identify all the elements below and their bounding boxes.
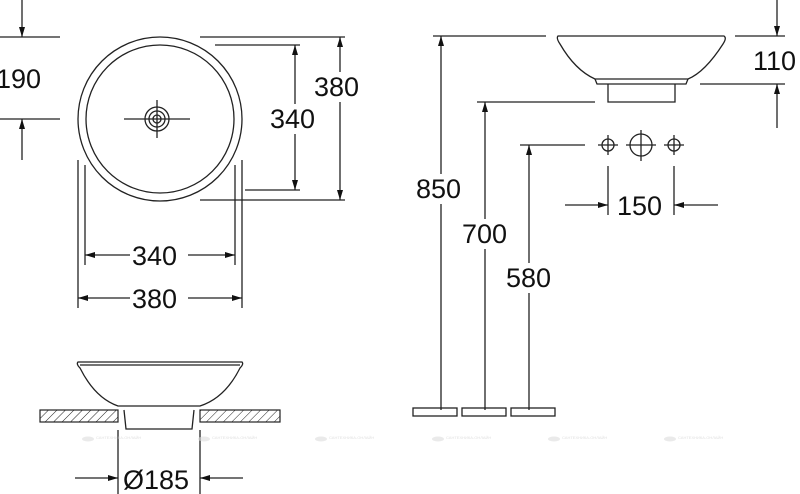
basin-outer-rim bbox=[77, 36, 243, 202]
dim-radius: 190 bbox=[0, 64, 41, 94]
floor-block bbox=[461, 407, 507, 417]
countertop-left bbox=[39, 409, 119, 423]
tap-hole-icon bbox=[664, 135, 684, 155]
bowl-profile bbox=[76, 361, 244, 407]
svg-text:САНТЕХНИКА-ОНЛАЙН: САНТЕХНИКА-ОНЛАЙН bbox=[562, 435, 607, 440]
dim-inner-height: 340 bbox=[270, 104, 315, 134]
dim-foot-diameter: Ø185 bbox=[123, 465, 189, 494]
dim-inner-width: 340 bbox=[132, 241, 177, 271]
countertop-right bbox=[199, 409, 281, 423]
top-view: 190 340 380 340 380 bbox=[0, 0, 368, 314]
dim-rim-height: 850 bbox=[416, 174, 461, 204]
bowl-foot bbox=[123, 409, 195, 430]
dim-base-height: 700 bbox=[462, 219, 507, 249]
svg-text:САНТЕХНИКА-ОНЛАЙН: САНТЕХНИКА-ОНЛАЙН bbox=[212, 435, 257, 440]
dim-outer-height: 380 bbox=[314, 72, 359, 102]
bowl-flange bbox=[594, 78, 689, 85]
floor-block bbox=[412, 407, 458, 417]
watermark: САНТЕХНИКА-ОНЛАЙН САНТЕХНИКА-ОНЛАЙН САНТ… bbox=[82, 435, 723, 442]
basin-inner-rim bbox=[85, 44, 235, 194]
elevation-view: 110 850 700 580 150 bbox=[412, 0, 796, 417]
dim-tap-height: 580 bbox=[506, 263, 551, 293]
floor-block bbox=[510, 407, 556, 417]
svg-text:САНТЕХНИКА-ОНЛАЙН: САНТЕХНИКА-ОНЛАЙН bbox=[329, 435, 374, 440]
svg-text:САНТЕХНИКА-ОНЛАЙН: САНТЕХНИКА-ОНЛАЙН bbox=[678, 435, 723, 440]
bowl-base bbox=[607, 84, 676, 103]
spout-hole-icon bbox=[626, 130, 656, 161]
dim-outer-width: 380 bbox=[132, 284, 177, 314]
svg-text:САНТЕХНИКА-ОНЛАЙН: САНТЕХНИКА-ОНЛАЙН bbox=[96, 435, 141, 440]
dim-tap-spacing: 150 bbox=[617, 191, 662, 221]
section-view: Ø185 bbox=[39, 361, 281, 494]
bowl-elevation bbox=[556, 35, 726, 80]
dim-bowl-height: 110 bbox=[753, 46, 796, 76]
svg-text:САНТЕХНИКА-ОНЛАЙН: САНТЕХНИКА-ОНЛАЙН bbox=[446, 435, 491, 440]
drain-icon bbox=[124, 100, 190, 138]
tap-hole-icon bbox=[598, 135, 618, 155]
